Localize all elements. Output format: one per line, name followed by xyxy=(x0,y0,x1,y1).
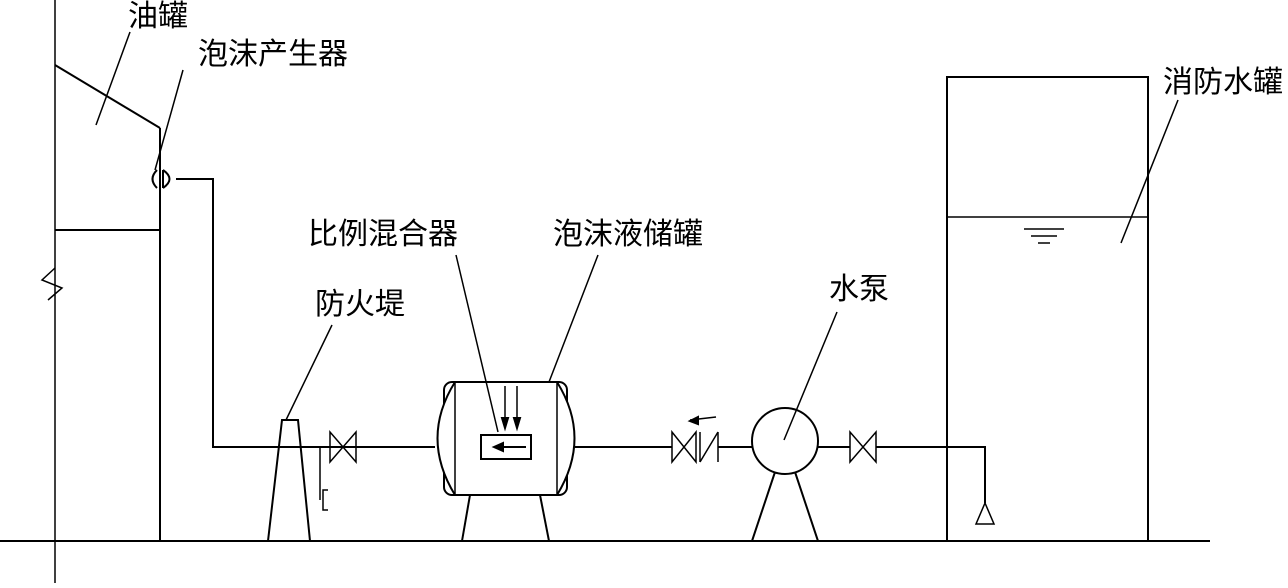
label-fire-dike: 防火堤 xyxy=(315,287,405,322)
water-pump xyxy=(751,407,819,542)
gate-valve-1 xyxy=(329,429,357,465)
main-pipe xyxy=(176,178,435,448)
leader-fire-dike xyxy=(285,324,333,421)
oil-tank xyxy=(40,0,161,583)
drain-pipe xyxy=(319,447,328,511)
foam-liquid-tank xyxy=(436,381,576,542)
leader-proportional-mixer xyxy=(455,254,499,433)
suction-inlet xyxy=(974,501,996,525)
check-valve xyxy=(671,415,719,465)
fire-dike xyxy=(266,419,312,542)
label-fire-water-tank: 消防水罐 xyxy=(1163,65,1283,100)
fire-water-tank xyxy=(946,76,1149,542)
leader-water-pump xyxy=(783,311,838,441)
suction-pipe xyxy=(876,446,986,503)
leader-foam-generator xyxy=(154,69,184,171)
label-foam-liquid-tank: 泡沫液储罐 xyxy=(553,217,703,252)
leader-foam-liquid-tank xyxy=(548,254,599,383)
label-water-pump: 水泵 xyxy=(829,272,889,307)
label-oil-tank: 油罐 xyxy=(128,0,188,34)
proportional-mixer xyxy=(480,386,532,460)
foam-generator xyxy=(151,169,171,189)
label-proportional-mixer: 比例混合器 xyxy=(308,217,458,252)
leader-oil-tank xyxy=(95,31,131,126)
leader-fire-water-tank xyxy=(1120,99,1179,244)
label-foam-generator: 泡沫产生器 xyxy=(198,37,348,72)
gate-valve-2 xyxy=(849,429,877,465)
